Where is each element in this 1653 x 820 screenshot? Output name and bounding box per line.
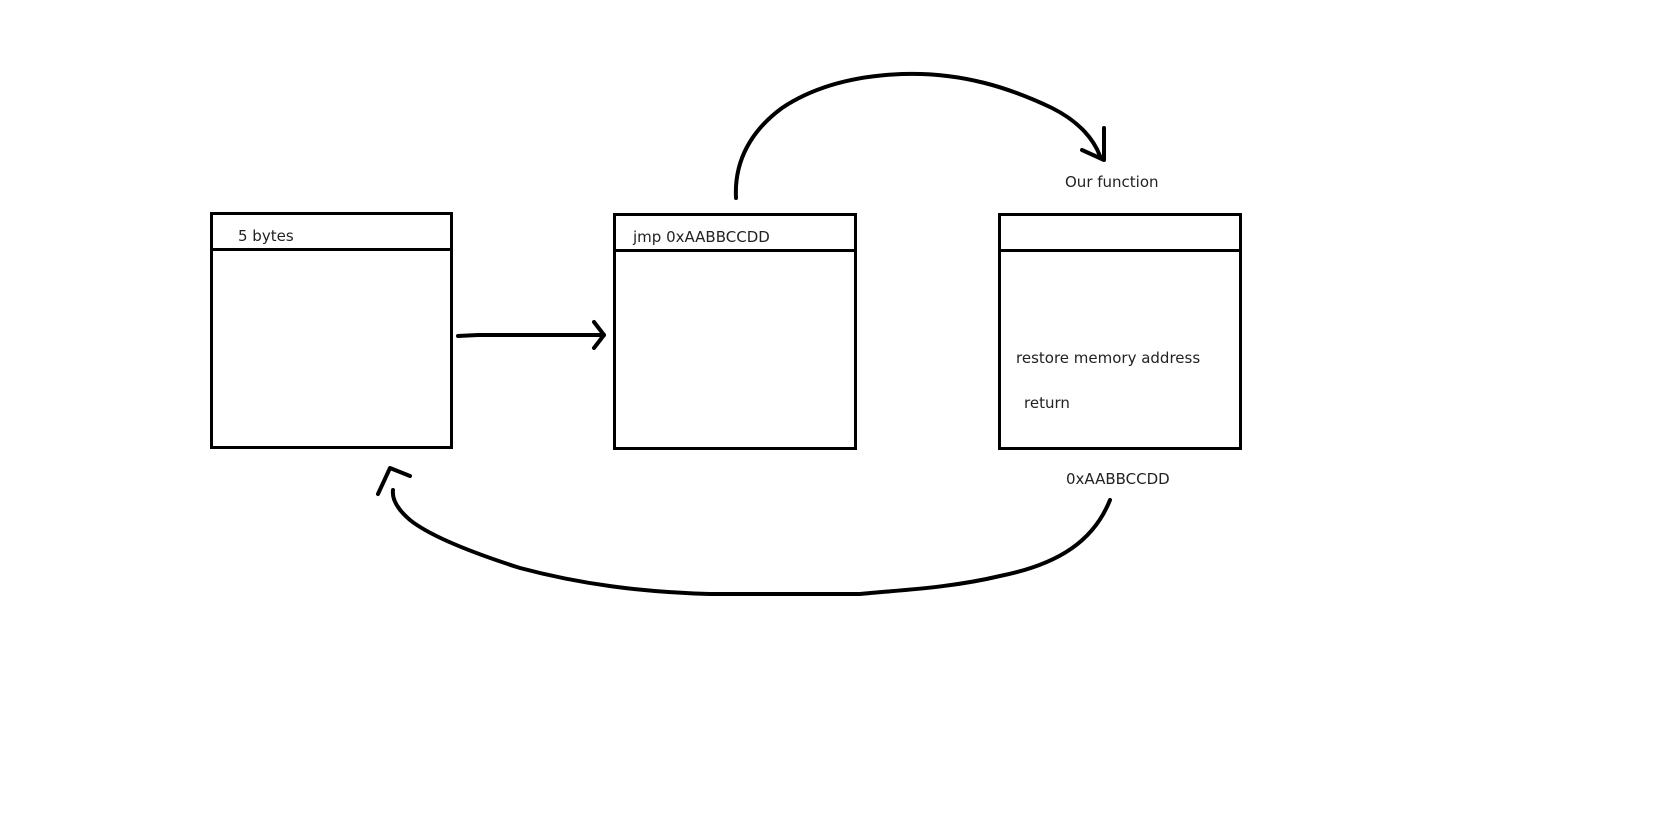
- patched-code-header-label: jmp 0xAABBCCDD: [633, 228, 770, 246]
- arrow-patched-to-hook-head: [1080, 126, 1106, 162]
- arrow-original-to-patched-head: [592, 320, 606, 350]
- restore-line-label: restore memory address: [1016, 349, 1201, 367]
- hook-function-header: [1001, 216, 1239, 252]
- original-code-block: 5 bytes: [210, 212, 453, 449]
- original-code-header: 5 bytes: [213, 215, 450, 251]
- patched-code-header: jmp 0xAABBCCDD: [616, 216, 854, 252]
- patched-code-block: jmp 0xAABBCCDD: [613, 213, 857, 450]
- return-line-label: return: [1024, 394, 1070, 412]
- hook-function-address: 0xAABBCCDD: [1066, 470, 1170, 488]
- original-code-header-label: 5 bytes: [238, 227, 294, 245]
- arrow-original-to-patched: [456, 320, 606, 350]
- arrow-patched-to-hook: [733, 71, 1106, 200]
- arrow-hook-to-original-head: [376, 466, 412, 496]
- arrow-original-to-patched-line: [456, 333, 606, 338]
- arrow-patched-to-hook-line: [733, 71, 1102, 200]
- hook-function-title: Our function: [1065, 173, 1159, 191]
- arrow-hook-to-original: [376, 466, 1112, 596]
- hook-function-block: restore memory address return: [998, 213, 1242, 450]
- arrow-hook-to-original-line: [390, 488, 1112, 596]
